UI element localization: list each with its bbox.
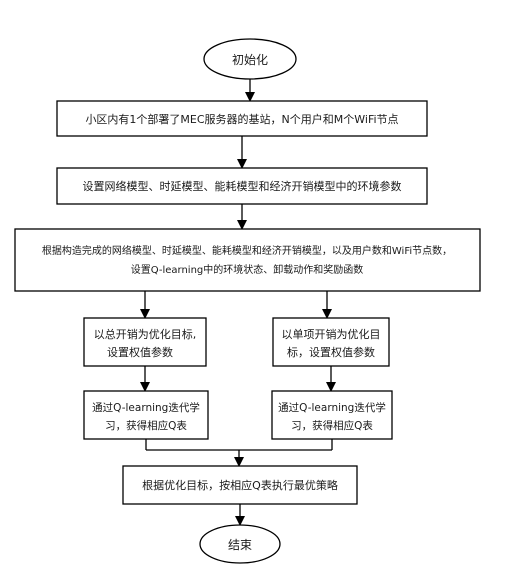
right-learn-line1: 通过Q-learning迭代学 — [278, 401, 386, 414]
step4-label: 根据优化目标，按相应Q表执行最优策略 — [142, 478, 338, 492]
left-learn-line1: 通过Q-learning迭代学 — [92, 401, 200, 414]
right-goal-line1: 以单项开销为优化目 — [282, 327, 381, 341]
right-learn-box — [271, 390, 393, 440]
left-goal-box — [83, 317, 207, 367]
step2-label: 设置网络模型、时延模型、能耗模型和经济开销模型中的环境参数 — [83, 179, 402, 193]
step4-box — [122, 465, 358, 505]
left-learn-line2: 习，获得相应Q表 — [105, 419, 187, 432]
step3-line2: 设置Q-learning中的环境状态、卸载动作和奖励函数 — [131, 263, 364, 276]
step1-label: 小区内有1个部署了MEC服务器的基站，N个用户和M个WiFi节点 — [85, 112, 398, 126]
end-node — [199, 524, 281, 564]
step3-line1: 根据构造完成的网络模型、时延模型、能耗模型和经济开销模型，以及用户数和WiFi节… — [42, 244, 452, 257]
step3-box — [14, 228, 481, 292]
left-learn-box — [83, 390, 209, 440]
start-label: 初始化 — [232, 53, 268, 67]
left-goal-line1: 以总开销为优化目标, — [94, 327, 197, 341]
right-goal-box — [272, 317, 390, 367]
right-goal-line2: 标，设置权值参数 — [287, 345, 375, 359]
step1-box — [56, 100, 428, 137]
end-label: 结束 — [228, 538, 252, 552]
right-learn-line2: 习，获得相应Q表 — [291, 419, 373, 432]
left-goal-line2: 设置权值参数 — [107, 345, 173, 359]
